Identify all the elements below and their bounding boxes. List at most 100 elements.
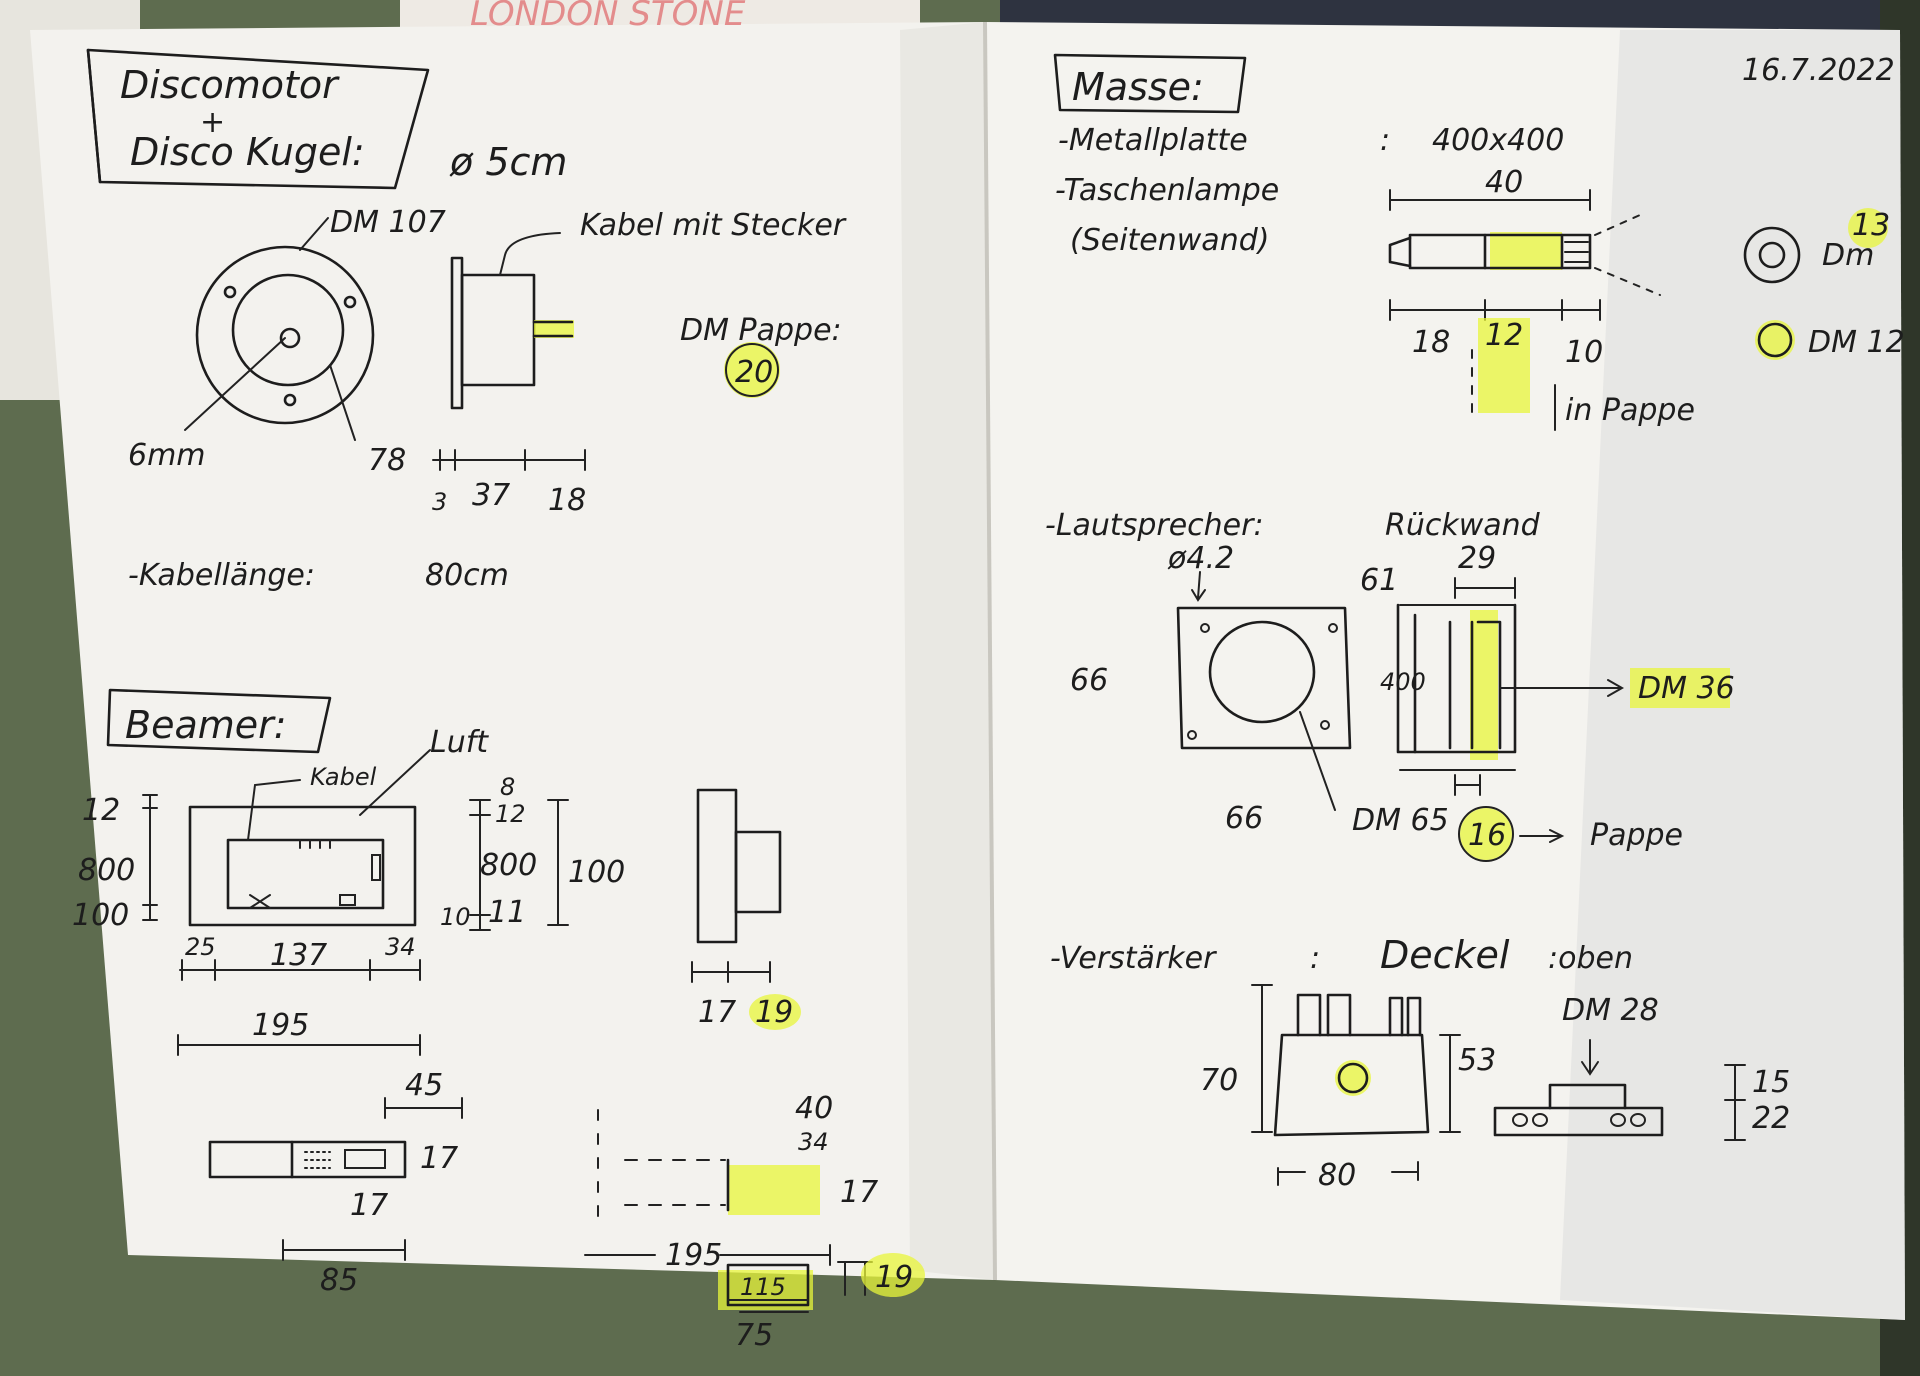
speaker-29: 29	[1458, 541, 1496, 576]
metal-plate-label: -Metallplatte	[1058, 123, 1248, 158]
beamer-r11: 11	[488, 895, 526, 930]
remote-17: 17	[420, 1141, 458, 1176]
remote-17b: 17	[350, 1188, 388, 1223]
disco-diameter: ø 5cm	[449, 140, 567, 184]
cutout-40: 40	[795, 1091, 833, 1126]
beamer-cutout-sketch	[584, 1109, 873, 1313]
label-37: 37	[472, 478, 510, 513]
beamer-r100: 100	[568, 855, 625, 890]
beamer-side-sketch	[691, 788, 782, 983]
flashlight-label: -Taschenlampe	[1055, 173, 1279, 208]
amp-53: 53	[1458, 1043, 1496, 1078]
cutout-115: 115	[740, 1273, 786, 1301]
speaker-66b: 66	[1225, 801, 1263, 836]
speaker-label: -Lautsprecher:	[1045, 508, 1264, 543]
label-kabel: Kabel	[310, 763, 377, 791]
highlight-19	[749, 994, 801, 1030]
beamer-r800: 800	[480, 848, 537, 883]
cutout-17: 17	[840, 1175, 878, 1210]
label-20: 20	[735, 355, 773, 390]
label-cable-plug: Kabel mit Stecker	[580, 208, 847, 243]
label-dm12: DM 12	[1808, 325, 1905, 360]
flashlight-12: 12	[1485, 318, 1523, 353]
beamer-25: 25	[185, 933, 216, 961]
beamer-195: 195	[252, 1008, 309, 1043]
amp-top-sketch	[1493, 1039, 1746, 1141]
amp-front-sketch	[1251, 984, 1461, 1186]
back-wall-label: Rückwand	[1385, 508, 1541, 543]
dm12-sketch	[1755, 320, 1795, 360]
cutout-75: 75	[735, 1318, 773, 1353]
disco-title-line1: Discomotor	[120, 63, 340, 107]
speaker-66a: 66	[1070, 663, 1108, 698]
highlight-cutout-19	[861, 1253, 925, 1297]
disco-title-line2: Disco Kugel:	[130, 130, 365, 174]
beamer-title: Beamer:	[125, 703, 287, 747]
beamer-remote-sketch	[208, 1097, 463, 1261]
label-in-pappe: in Pappe	[1565, 393, 1695, 428]
disco-title-box: Discomotor + Disco Kugel:	[86, 48, 430, 190]
amp-22: 22	[1752, 1101, 1790, 1136]
amp-deckel: Deckel	[1380, 933, 1510, 977]
amp-dm28: DM 28	[1562, 993, 1659, 1028]
beamer-title-box: Beamer:	[106, 688, 332, 754]
label-dm107: DM 107	[330, 205, 446, 240]
masse-title-box: Masse:	[1053, 53, 1247, 114]
cutout-34: 34	[798, 1128, 829, 1156]
label-78: 78	[368, 443, 406, 478]
masse-title: Masse:	[1072, 65, 1204, 109]
svg-text:LONDON STONE: LONDON STONE	[470, 0, 746, 34]
label-dm-pappe: DM Pappe:	[680, 313, 842, 348]
metal-plate-colon: :	[1380, 123, 1390, 158]
motor-side-sketch	[432, 232, 586, 471]
speaker-d42: ø4.2	[1167, 541, 1234, 576]
remote-45: 45	[405, 1068, 443, 1103]
side-wall-label: (Seitenwand)	[1070, 223, 1269, 258]
beamer-front-sketch	[142, 749, 431, 1056]
label-18: 18	[548, 483, 586, 518]
motor-front-sketch	[184, 217, 375, 441]
beamer-800: 800	[78, 853, 135, 888]
speaker-400: 400	[1380, 668, 1426, 696]
label-3: 3	[432, 488, 447, 516]
amp-colon: :	[1310, 941, 1320, 976]
cable-length-label: -Kabellänge:	[128, 558, 315, 593]
dm13-sketch	[1743, 208, 1888, 284]
amp-oben: :oben	[1548, 941, 1633, 976]
amp-15: 15	[1752, 1065, 1790, 1100]
disco-title-plus: +	[200, 105, 225, 140]
flashlight-10: 10	[1565, 335, 1603, 370]
left-page	[30, 22, 995, 1280]
side-19: 19	[755, 995, 793, 1030]
beamer-r12: 12	[495, 800, 526, 828]
beamer-side-dims	[469, 799, 569, 931]
speaker-pappe: Pappe	[1590, 818, 1683, 853]
cable-length-value: 80cm	[425, 558, 509, 593]
label-dm13-num: 13	[1852, 208, 1890, 243]
side-17: 17	[698, 995, 736, 1030]
flashlight-18: 18	[1412, 325, 1450, 360]
right-page	[985, 22, 1905, 1320]
flashlight-40: 40	[1485, 165, 1523, 200]
flashlight-sketch	[1388, 189, 1661, 431]
cutout-19: 19	[875, 1260, 913, 1295]
highlight-20	[724, 342, 780, 398]
amp-70: 70	[1200, 1063, 1238, 1098]
metal-plate-value: 400x400	[1432, 123, 1564, 158]
label-luft: Luft	[430, 725, 489, 760]
circle-20	[725, 343, 779, 397]
beamer-34: 34	[385, 933, 416, 961]
amp-80: 80	[1318, 1158, 1356, 1193]
remote-85: 85	[320, 1263, 358, 1298]
label-dm13-dm: Dm	[1822, 238, 1874, 273]
cutout-195: 195	[665, 1238, 722, 1273]
label-6mm: 6mm	[128, 438, 206, 473]
speaker-dm65: DM 65	[1352, 803, 1449, 838]
amp-label: -Verstärker	[1050, 941, 1217, 976]
speaker-16: 16	[1468, 818, 1506, 853]
page-date: 16.7.2022	[1742, 53, 1895, 88]
beamer-r8: 8	[500, 773, 515, 801]
speaker-dm36: DM 36	[1638, 671, 1735, 706]
speaker-61: 61	[1360, 563, 1398, 598]
